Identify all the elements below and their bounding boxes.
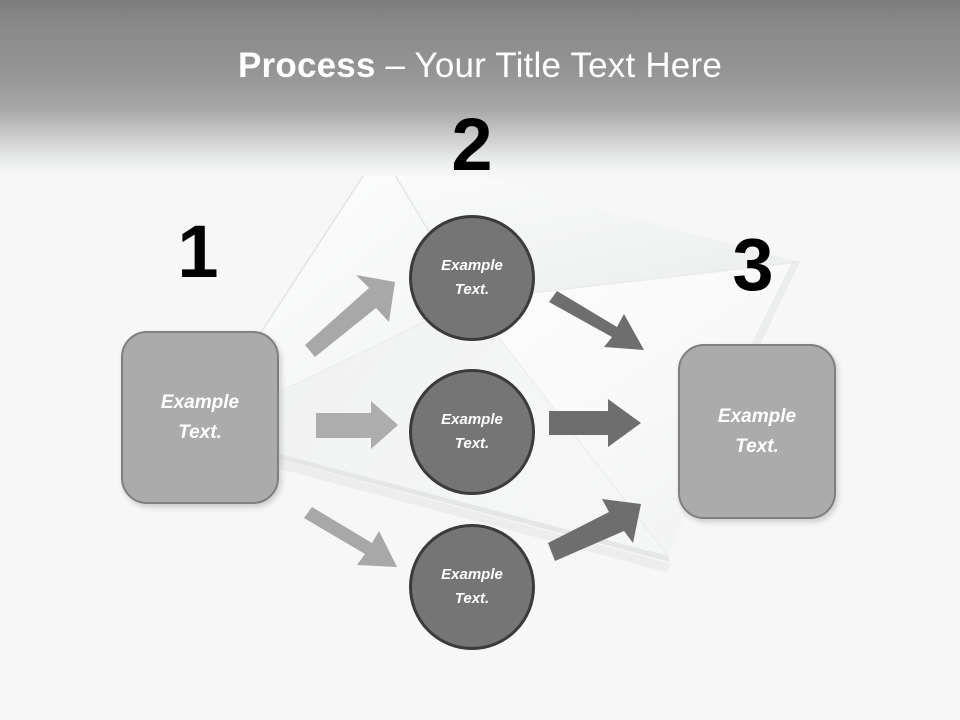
- step-1-box[interactable]: Example Text.: [121, 331, 279, 504]
- step-2-circle-top[interactable]: Example Text.: [409, 215, 535, 341]
- step-number-2: 2: [451, 103, 493, 186]
- page-title-rest: – Your Title Text Here: [375, 46, 722, 85]
- step-2-circle-middle-line2: Text.: [454, 435, 490, 452]
- step-2-circle-bottom-line1: Example: [441, 566, 503, 583]
- step-2-circle-bottom[interactable]: Example Text.: [409, 524, 535, 650]
- step-3-label-line1: Example: [717, 406, 797, 428]
- page-title-strong: Process: [238, 46, 376, 85]
- step-1-label-line1: Example: [160, 392, 240, 414]
- step-2-circle-middle[interactable]: Example Text.: [409, 369, 535, 495]
- step-2-circle-top-line2: Text.: [454, 281, 490, 298]
- step-number-3: 3: [732, 223, 774, 306]
- step-3-label-line2: Text.: [735, 435, 779, 457]
- step-number-1: 1: [177, 210, 219, 293]
- step-2-circle-top-line1: Example: [441, 257, 503, 274]
- step-2-circle-bottom-line2: Text.: [454, 590, 490, 607]
- step-2-circle-middle-line1: Example: [441, 411, 503, 428]
- step-3-box[interactable]: Example Text.: [678, 344, 836, 519]
- page-title: Process – Your Title Text Here: [0, 46, 960, 86]
- step-1-label-line2: Text.: [178, 421, 222, 443]
- header-band: [0, 0, 960, 176]
